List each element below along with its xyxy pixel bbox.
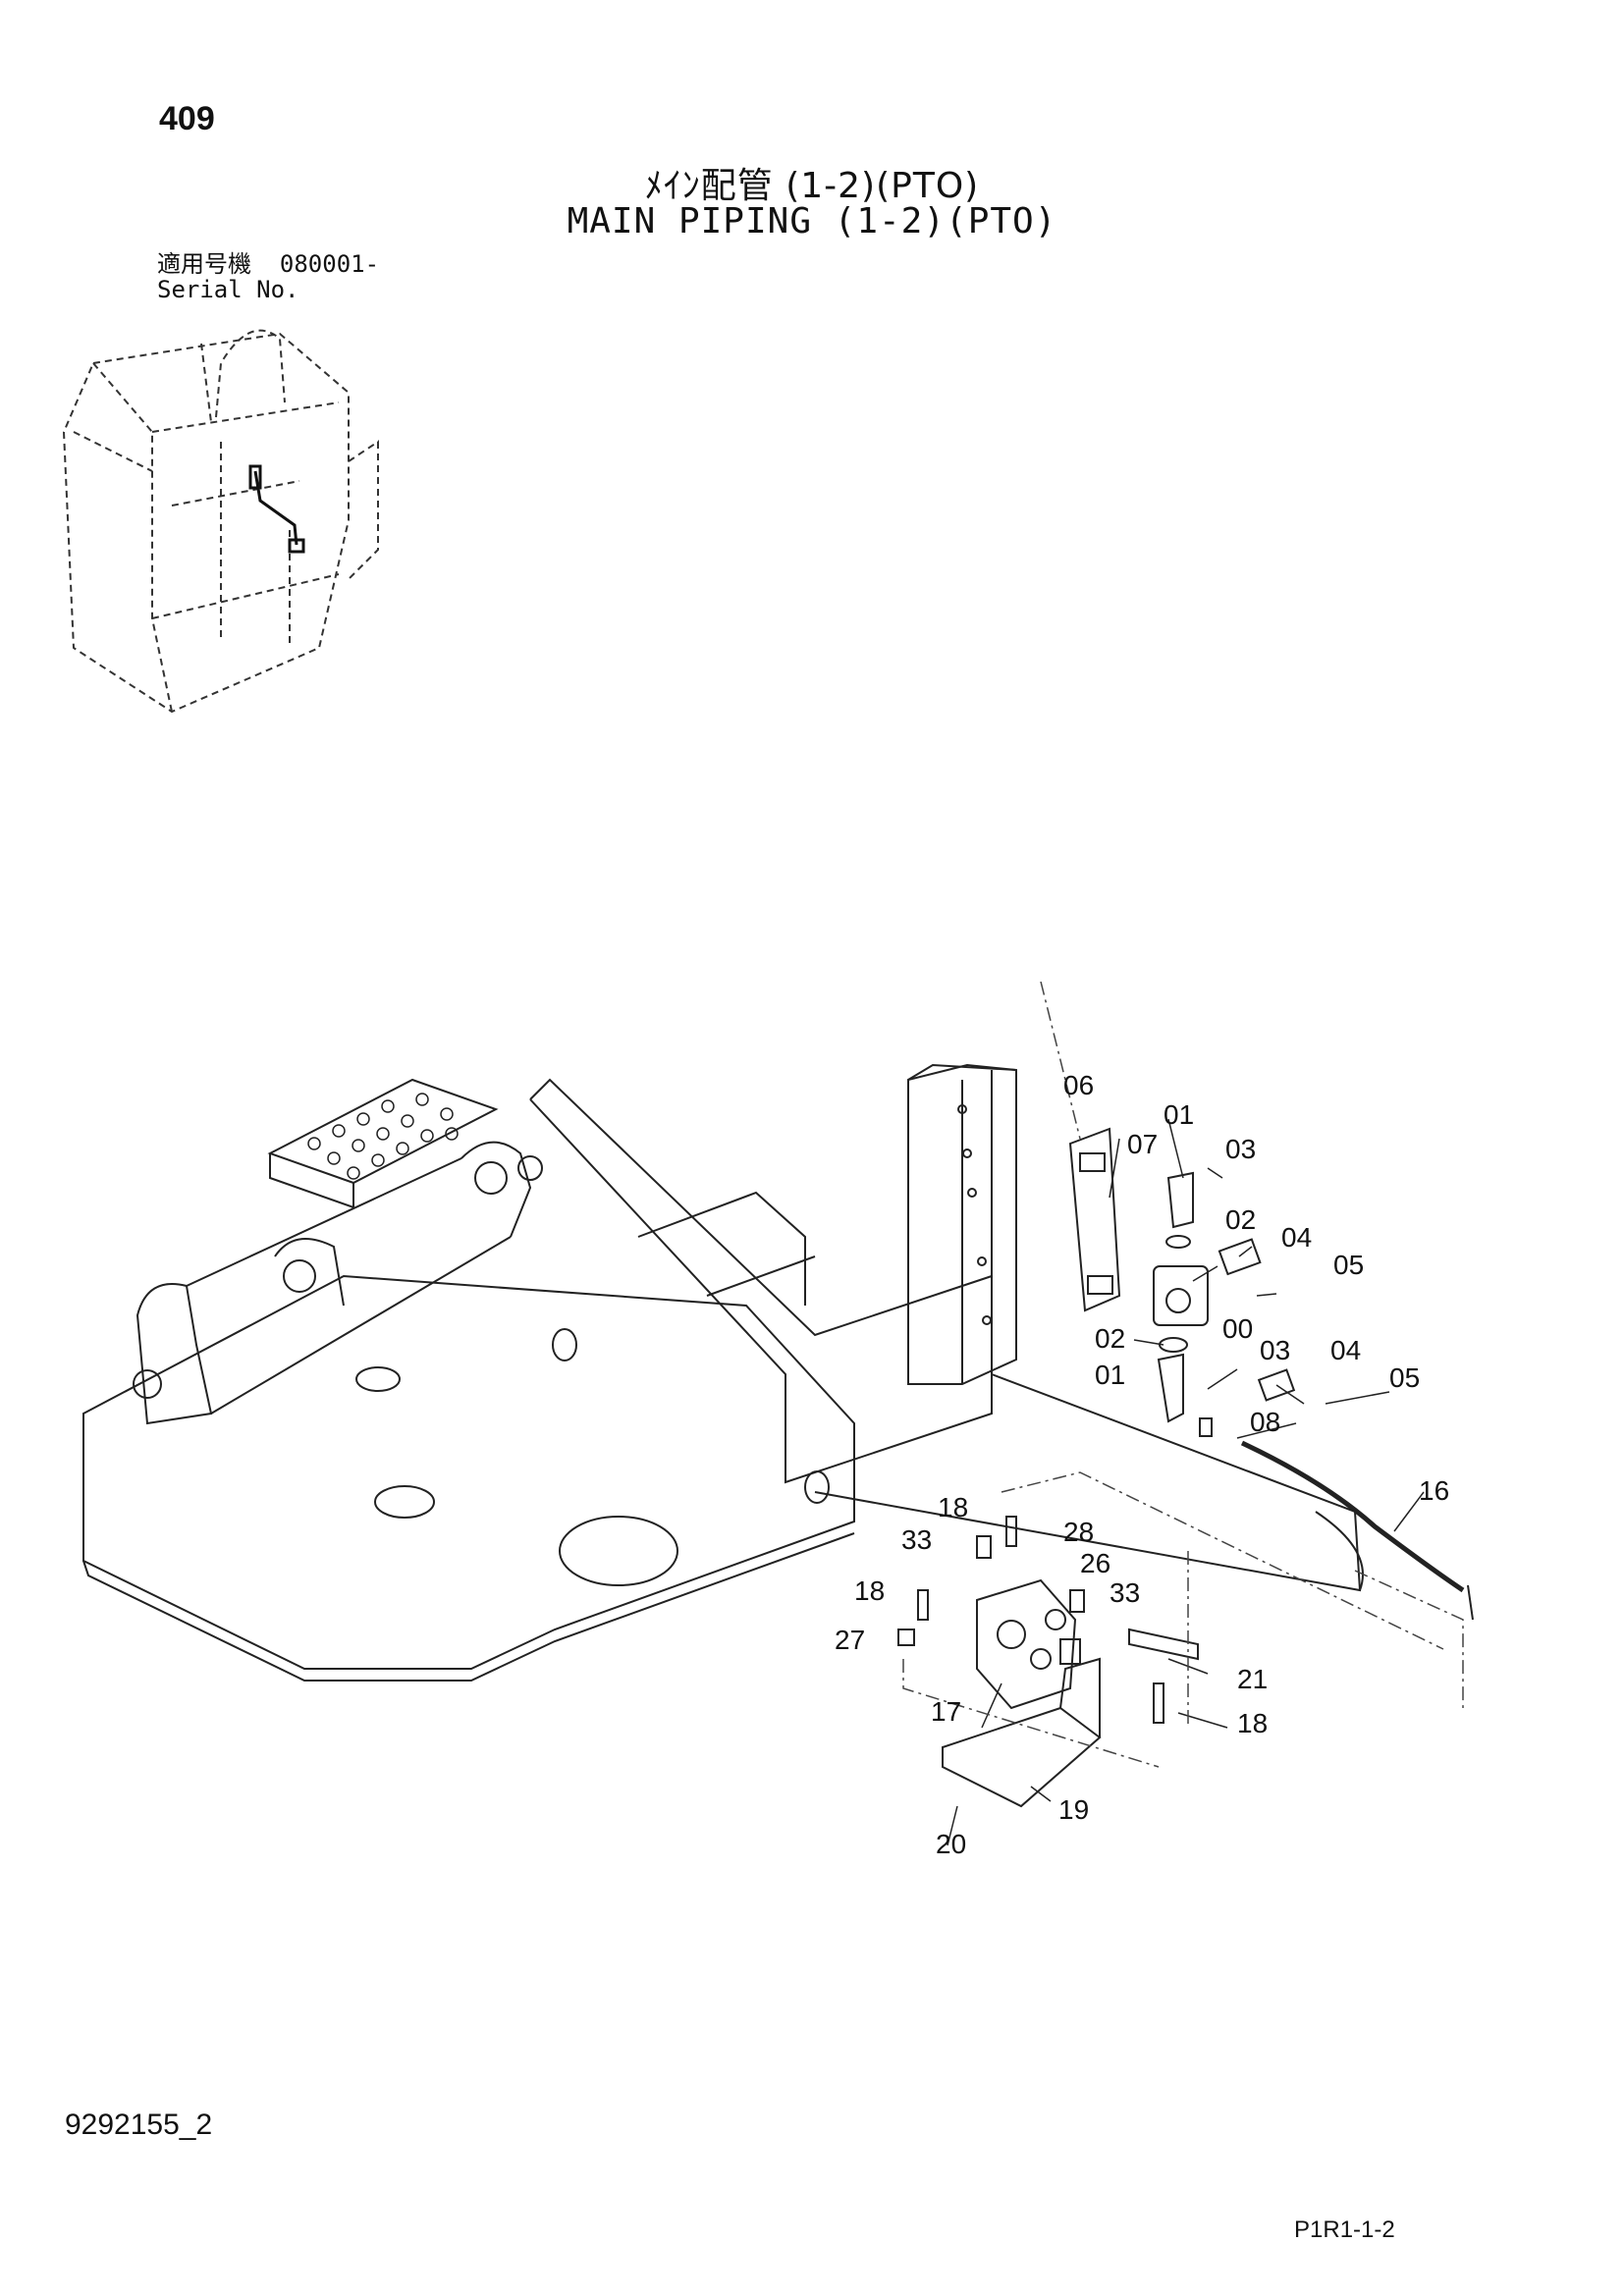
callout-01-lower: 01 <box>1095 1360 1125 1390</box>
callout-06: 06 <box>1063 1070 1094 1100</box>
base-plate <box>82 1274 855 1670</box>
boom-bracket <box>135 1283 213 1425</box>
callout-04: 04 <box>1281 1222 1312 1253</box>
main-frame <box>529 1070 993 1484</box>
callout-28: 28 <box>1063 1517 1094 1547</box>
serial-label-en: Serial No. <box>157 276 299 303</box>
callout-04-lower: 04 <box>1330 1335 1361 1365</box>
callout-07: 07 <box>1127 1129 1158 1159</box>
callout-02-lower: 02 <box>1095 1323 1125 1354</box>
callout-27: 27 <box>835 1625 865 1655</box>
main-piping-diagram: 06 01 07 03 02 04 05 00 02 03 04 01 05 0… <box>82 982 1474 1859</box>
serial-row-jp: 適用号機 080001- <box>157 251 379 277</box>
callout-05-lower: 05 <box>1389 1362 1420 1393</box>
vertical-column <box>907 1063 1017 1385</box>
callout-01: 01 <box>1164 1099 1194 1130</box>
callout-19: 19 <box>1058 1794 1089 1825</box>
block-valve <box>976 1578 1077 1710</box>
hose <box>1240 1440 1465 1593</box>
callout-08: 08 <box>1250 1407 1280 1437</box>
support-bracket <box>942 1706 1102 1808</box>
serial-label-jp: 適用号機 <box>157 250 251 278</box>
callout-05: 05 <box>1333 1250 1364 1280</box>
callout-16: 16 <box>1419 1475 1449 1506</box>
page-number: 409 <box>159 100 215 137</box>
callout-33-right: 33 <box>1110 1577 1140 1608</box>
pto-valve <box>1153 1265 1209 1326</box>
callout-labels: 06 01 07 03 02 04 05 00 02 03 04 01 05 0… <box>835 1070 1449 1859</box>
callout-00: 00 <box>1222 1313 1253 1344</box>
title-english: MAIN PIPING (1-2)(PTO) <box>567 201 1057 241</box>
document-number: 9292155_2 <box>65 2109 213 2141</box>
machine-overview-thumbnail <box>62 329 379 714</box>
upper-elbow <box>1166 1171 1194 1229</box>
callout-18-top: 18 <box>938 1492 968 1522</box>
callout-20: 20 <box>936 1829 966 1859</box>
lower-elbow <box>1157 1353 1184 1423</box>
plate-21 <box>1128 1628 1199 1661</box>
callout-03-lower: 03 <box>1260 1335 1290 1365</box>
step-plate <box>267 1078 499 1185</box>
serial-block: 適用号機 080001- Serial No. <box>157 251 379 302</box>
callout-17: 17 <box>931 1696 961 1727</box>
callout-03: 03 <box>1225 1134 1256 1164</box>
callout-02: 02 <box>1225 1204 1256 1235</box>
callout-18-mid: 18 <box>854 1575 885 1606</box>
page-code: P1R1-1-2 <box>1294 2216 1395 2243</box>
callout-21: 21 <box>1237 1664 1268 1694</box>
callout-26: 26 <box>1080 1548 1110 1578</box>
serial-value: 080001- <box>279 250 380 278</box>
side-rail <box>814 1373 1362 1592</box>
callout-18-right: 18 <box>1237 1708 1268 1738</box>
base-center-hole <box>559 1516 678 1586</box>
title-japanese: ﾒｲﾝ配管 (1-2)(PTO) <box>644 166 980 206</box>
callout-33-left: 33 <box>901 1524 932 1555</box>
mounting-plate <box>1068 1127 1121 1312</box>
